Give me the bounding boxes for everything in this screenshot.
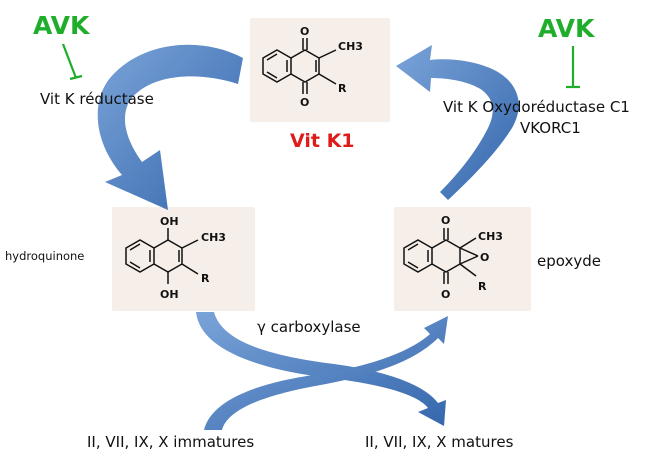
factors-immature-label: II, VII, IX, X immatures [87,433,255,451]
epoxide-top-o: O [441,214,450,227]
oxidoreductase-label-line2: VKORC1 [520,119,581,137]
hydroquinone-top-oh: OH [160,215,179,228]
epoxide-structure [403,228,479,284]
inhibition-right [566,46,580,89]
arrow-vitk1-to-hydroquinone [97,44,243,210]
inhibition-left [61,43,83,81]
vitk1-r: R [338,82,347,95]
hydroquinone-r: R [201,272,210,285]
epoxyde-label: epoxyde [537,252,601,270]
vitk1-structure-box [250,18,390,122]
factors-mature-label: II, VII, IX, X matures [365,433,514,451]
carboxylase-label: γ carboxylase [257,318,361,336]
reductase-label: Vit K réductase [40,90,154,108]
epoxide-methyl: CH3 [478,230,503,243]
vitk1-methyl: CH3 [338,40,363,53]
arrow-immatures-to-epoxide [204,316,448,430]
arrow-hydroquinone-to-matures [196,312,446,426]
epoxide-bottom-o: O [441,288,450,301]
hydroquinone-structure [125,228,199,284]
avk-left-label: AVK [33,11,90,40]
hydroquinone-label: hydroquinone [5,249,85,263]
epoxide-r: R [478,280,487,293]
epoxide-bridge-o: O [480,251,489,264]
epoxide-structure-box [394,207,531,311]
hydroquinone-bottom-oh: OH [160,288,179,301]
oxidoreductase-label-line1: Vit K Oxydoréductase C1 [443,98,630,116]
vitk1-structure [262,38,337,94]
vitk1-bottom-o: O [300,96,309,109]
hydroquinone-methyl: CH3 [201,231,226,244]
hydroquinone-structure-box [112,207,255,311]
vitk1-top-o: O [300,25,309,38]
vitk1-label: Vit K1 [290,130,355,152]
avk-right-label: AVK [538,14,595,43]
arrow-epoxide-to-vitk1 [396,45,519,200]
